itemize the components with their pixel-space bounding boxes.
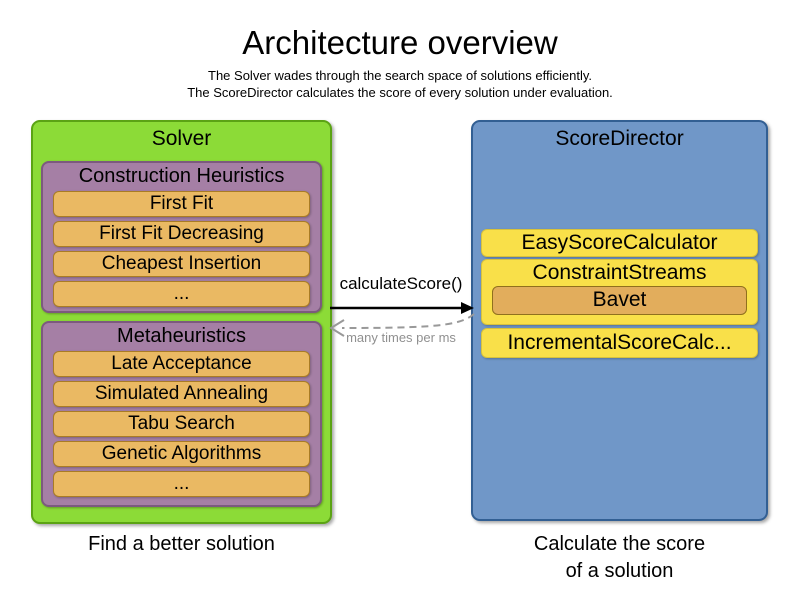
algorithm-item-first-fit-decreasing: First Fit Decreasing xyxy=(53,221,310,247)
construction-heuristics-group: Construction Heuristics First Fit First … xyxy=(41,161,322,313)
bavet-box: Bavet xyxy=(492,286,747,315)
return-frequency-label: many times per ms xyxy=(346,330,456,345)
score-director-box: ScoreDirector EasyScoreCalculator Constr… xyxy=(471,120,768,521)
calculate-score-arrow-icon xyxy=(330,302,474,314)
page-subtitle: The Solver wades through the search spac… xyxy=(0,67,800,101)
calculate-score-call-label: calculateScore() xyxy=(339,274,463,293)
easy-score-calculator-box: EasyScoreCalculator xyxy=(481,229,758,257)
incremental-score-calculator-label: IncrementalScoreCalc... xyxy=(507,331,732,354)
algorithm-item-ellipsis: ... xyxy=(53,471,310,497)
return-dashed-arrow-icon xyxy=(329,313,475,337)
construction-heuristics-label: Construction Heuristics xyxy=(78,165,285,187)
incremental-score-calculator-box: IncrementalScoreCalc... xyxy=(481,328,758,358)
call-and-return-arrows xyxy=(329,302,475,337)
score-director-caption-line-2: of a solution xyxy=(565,560,674,582)
subtitle-line-1: The Solver wades through the search spac… xyxy=(208,68,592,83)
score-director-caption-line-1: Calculate the score xyxy=(533,533,706,555)
solver-box: Solver Construction Heuristics First Fit… xyxy=(31,120,332,524)
constraint-streams-box: ConstraintStreams Bavet xyxy=(481,259,758,325)
algorithm-item-first-fit: First Fit xyxy=(53,191,310,217)
algorithm-item-late-acceptance: Late Acceptance xyxy=(53,351,310,377)
solver-box-title: Solver xyxy=(151,127,212,150)
solver-caption: Find a better solution xyxy=(88,533,275,555)
easy-score-calculator-label: EasyScoreCalculator xyxy=(521,231,718,254)
page-title: Architecture overview xyxy=(242,24,558,61)
score-director-box-title: ScoreDirector xyxy=(555,127,684,150)
score-director-caption: Calculate the score of a solution xyxy=(471,531,768,585)
metaheuristics-group: Metaheuristics Late Acceptance Simulated… xyxy=(41,321,322,507)
constraint-streams-label: ConstraintStreams xyxy=(532,261,707,284)
algorithm-item-ellipsis: ... xyxy=(53,281,310,307)
algorithm-item-genetic-algorithms: Genetic Algorithms xyxy=(53,441,310,467)
metaheuristics-label: Metaheuristics xyxy=(117,325,246,347)
subtitle-line-2: The ScoreDirector calculates the score o… xyxy=(187,85,613,100)
algorithm-item-simulated-annealing: Simulated Annealing xyxy=(53,381,310,407)
algorithm-item-cheapest-insertion: Cheapest Insertion xyxy=(53,251,310,277)
algorithm-item-tabu-search: Tabu Search xyxy=(53,411,310,437)
